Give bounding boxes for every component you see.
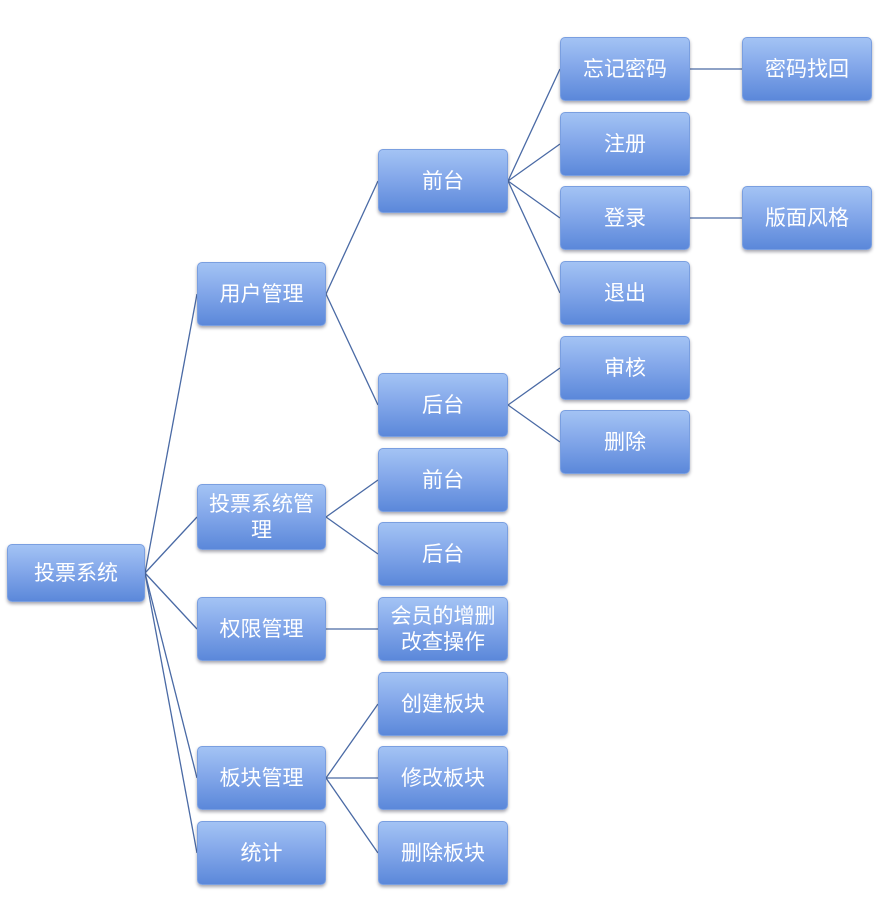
node-register[interactable]: 注册 [560,112,690,176]
node-label: 忘记密码 [583,57,667,81]
node-label: 投票系统 [34,561,118,585]
connector-back1-delete [507,404,561,443]
connector-front1-forgot_pwd [507,68,561,182]
node-label: 退出 [604,281,646,305]
node-label: 会员的增删改查操作 [390,604,496,654]
node-label: 删除板块 [401,841,485,865]
connector-front1-login [507,180,561,219]
connector-back1-review [507,367,561,406]
node-user-backend[interactable]: 后台 [378,373,508,437]
node-label: 密码找回 [765,57,849,81]
node-member-crud[interactable]: 会员的增删改查操作 [378,597,508,661]
node-label: 权限管理 [219,617,304,641]
node-login[interactable]: 登录 [560,186,690,250]
connector-user_mgmt-back1 [325,293,379,406]
node-forgot-password[interactable]: 忘记密码 [560,37,690,101]
node-label: 登录 [604,206,646,230]
node-create-board[interactable]: 创建板块 [378,672,508,736]
connector-root-stats [144,572,198,854]
connector-user_mgmt-front1 [325,180,379,295]
node-label: 创建板块 [401,692,485,716]
connector-vote_mgmt-back2 [325,516,379,555]
node-label: 后台 [422,393,464,417]
node-label: 板块管理 [219,766,304,790]
node-board-management[interactable]: 板块管理 [197,746,326,810]
connector-root-perm_mgmt [144,572,198,630]
node-review[interactable]: 审核 [560,336,690,400]
node-label: 删除 [604,430,646,454]
node-label: 投票系统管理 [209,492,314,542]
node-voting-system-management[interactable]: 投票系统管理 [197,484,326,550]
node-voting-backend[interactable]: 后台 [378,522,508,586]
connector-front1-register [507,143,561,182]
connector-root-board_mgmt [144,572,198,779]
node-label: 统计 [240,841,283,865]
node-label: 注册 [604,132,646,156]
node-logout[interactable]: 退出 [560,261,690,325]
node-label: 前台 [422,468,464,492]
node-root-voting-system[interactable]: 投票系统 [7,544,145,602]
node-statistics[interactable]: 统计 [197,821,326,885]
connector-vote_mgmt-front2 [325,479,379,518]
connector-front1-logout [507,180,561,294]
node-password-recovery[interactable]: 密码找回 [742,37,872,101]
node-voting-frontend[interactable]: 前台 [378,448,508,512]
connector-root-vote_mgmt [144,516,198,574]
connector-board_mgmt-delete_board [325,777,379,854]
node-label: 版面风格 [765,206,849,230]
node-delete[interactable]: 删除 [560,410,690,474]
node-delete-board[interactable]: 删除板块 [378,821,508,885]
node-layout-style[interactable]: 版面风格 [742,186,872,250]
node-label: 审核 [604,356,646,380]
connector-root-user_mgmt [144,293,198,574]
node-label: 前台 [422,169,464,193]
node-user-frontend[interactable]: 前台 [378,149,508,213]
connector-board_mgmt-create_board [325,703,379,779]
node-label: 用户管理 [219,282,304,306]
node-permission-management[interactable]: 权限管理 [197,597,326,661]
node-label: 修改板块 [401,766,485,790]
node-user-management[interactable]: 用户管理 [197,262,326,326]
node-label: 后台 [422,542,464,566]
node-modify-board[interactable]: 修改板块 [378,746,508,810]
